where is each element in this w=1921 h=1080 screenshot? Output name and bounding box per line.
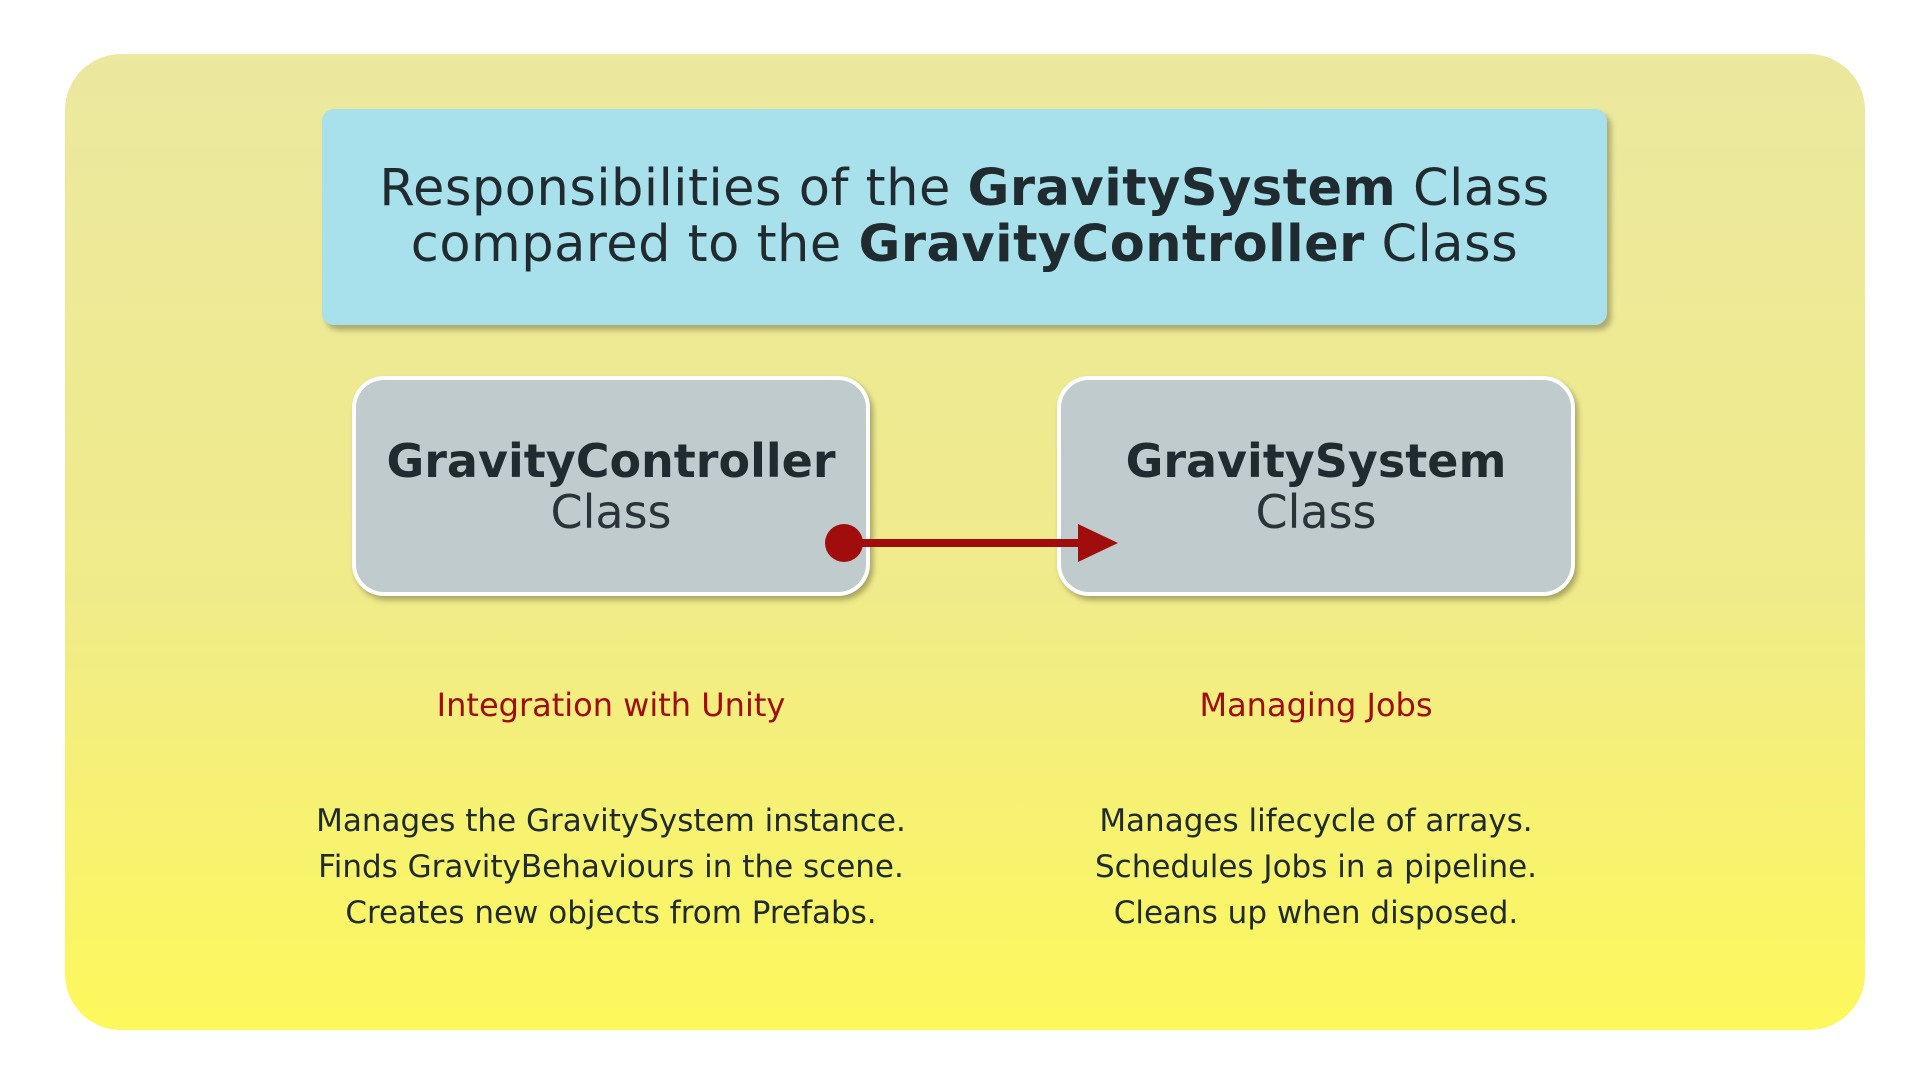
left-description: Manages the GravitySystem instance. Find… (261, 798, 961, 936)
title-line-1: Responsibilities of the GravitySystem Cl… (379, 161, 1549, 217)
title-bold-gravitysystem: GravitySystem (967, 159, 1397, 218)
description-line: Cleans up when disposed. (1113, 895, 1519, 931)
description-line: Schedules Jobs in a pipeline. (1094, 849, 1538, 885)
title-line-2: compared to the GravityController Class (411, 217, 1518, 273)
gravity-controller-class-label: Class (550, 485, 672, 539)
title-bold-gravitycontroller: GravityController (858, 215, 1365, 274)
title-text: compared to the (410, 215, 859, 274)
right-description: Manages lifecycle of arrays. Schedules J… (966, 798, 1666, 936)
description-line: Creates new objects from Prefabs. (345, 895, 877, 931)
title-text: Responsibilities of the (379, 159, 968, 218)
gravity-system-name: GravitySystem (1125, 434, 1507, 488)
title-text: Class (1364, 215, 1519, 274)
description-line: Manages the GravitySystem instance. (316, 803, 906, 839)
gravity-system-class-label: Class (1255, 485, 1377, 539)
description-line: Manages lifecycle of arrays. (1099, 803, 1533, 839)
gravity-controller-box: GravityController Class (352, 376, 870, 596)
title-box: Responsibilities of the GravitySystem Cl… (322, 109, 1607, 325)
gravity-controller-name: GravityController (386, 434, 836, 488)
right-heading: Managing Jobs (1199, 686, 1433, 724)
left-heading: Integration with Unity (436, 686, 786, 724)
title-text: Class (1396, 159, 1550, 218)
description-line: Finds GravityBehaviours in the scene. (318, 849, 904, 885)
gravity-system-box: GravitySystem Class (1057, 376, 1575, 596)
